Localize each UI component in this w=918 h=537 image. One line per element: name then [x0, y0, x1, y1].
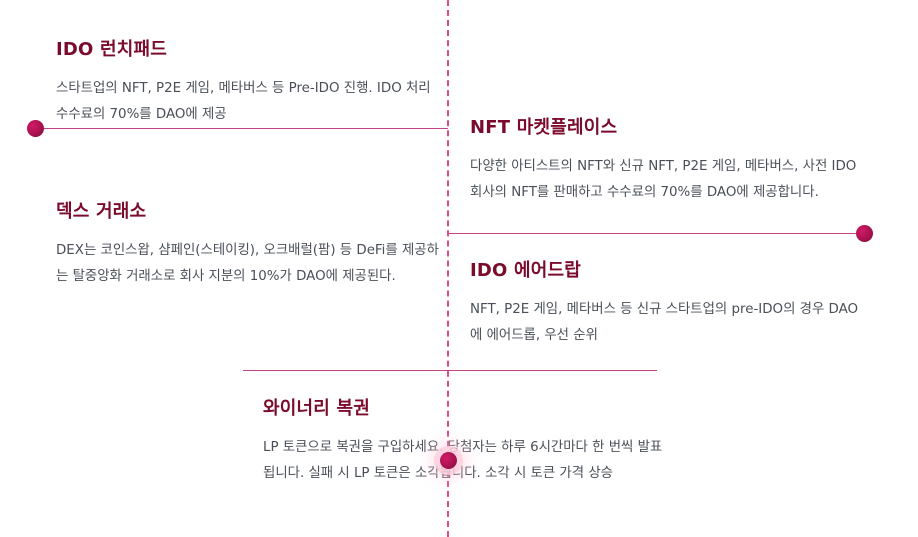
card-title: NFT 마켓플레이스: [470, 117, 618, 138]
timeline-card-ido-launchpad: IDO 런치패드 스타트업의 NFT, P2E 게임, 메타버스 등 Pre-I…: [56, 38, 436, 128]
card-title: IDO 런치패드: [56, 39, 168, 60]
card-title: 덱스 거래소: [56, 201, 147, 222]
connector-winery-lottery: [243, 370, 657, 371]
card-description: 다양한 아티스트의 NFT와 신규 NFT, P2E 게임, 메타버스, 사전 …: [470, 159, 857, 200]
connector-nft-marketplace: [448, 233, 864, 234]
card-title: 와이너리 복권: [263, 398, 371, 419]
timeline-node-nft-marketplace: [856, 225, 873, 242]
timeline-axis: [447, 0, 449, 537]
card-description: 스타트업의 NFT, P2E 게임, 메타버스 등 Pre-IDO 진행. ID…: [56, 81, 431, 122]
card-description: DEX는 코인스왑, 샴페인(스테이킹), 오크배럴(팜) 등 DeFi를 제공…: [56, 243, 439, 284]
timeline-node-active: [440, 452, 457, 469]
timeline-node-ido-launchpad: [27, 120, 44, 137]
connector-ido-launchpad: [36, 128, 448, 129]
timeline-card-nft-marketplace: NFT 마켓플레이스 다양한 아티스트의 NFT와 신규 NFT, P2E 게임…: [470, 116, 865, 206]
card-description: NFT, P2E 게임, 메타버스 등 신규 스타트업의 pre-IDO의 경우…: [470, 302, 859, 343]
timeline-card-winery-lottery: 와이너리 복권 LP 토큰으로 복권을 구입하세요. 당첨자는 하루 6시간마다…: [263, 397, 663, 487]
timeline-card-dex-exchange: 덱스 거래소 DEX는 코인스왑, 샴페인(스테이킹), 오크배럴(팜) 등 D…: [56, 200, 441, 290]
timeline-card-ido-airdrop: IDO 에어드랍 NFT, P2E 게임, 메타버스 등 신규 스타트업의 pr…: [470, 259, 870, 349]
card-description: LP 토큰으로 복권을 구입하세요. 당첨자는 하루 6시간마다 한 번씩 발표…: [263, 440, 663, 481]
card-title: IDO 에어드랍: [470, 260, 582, 281]
